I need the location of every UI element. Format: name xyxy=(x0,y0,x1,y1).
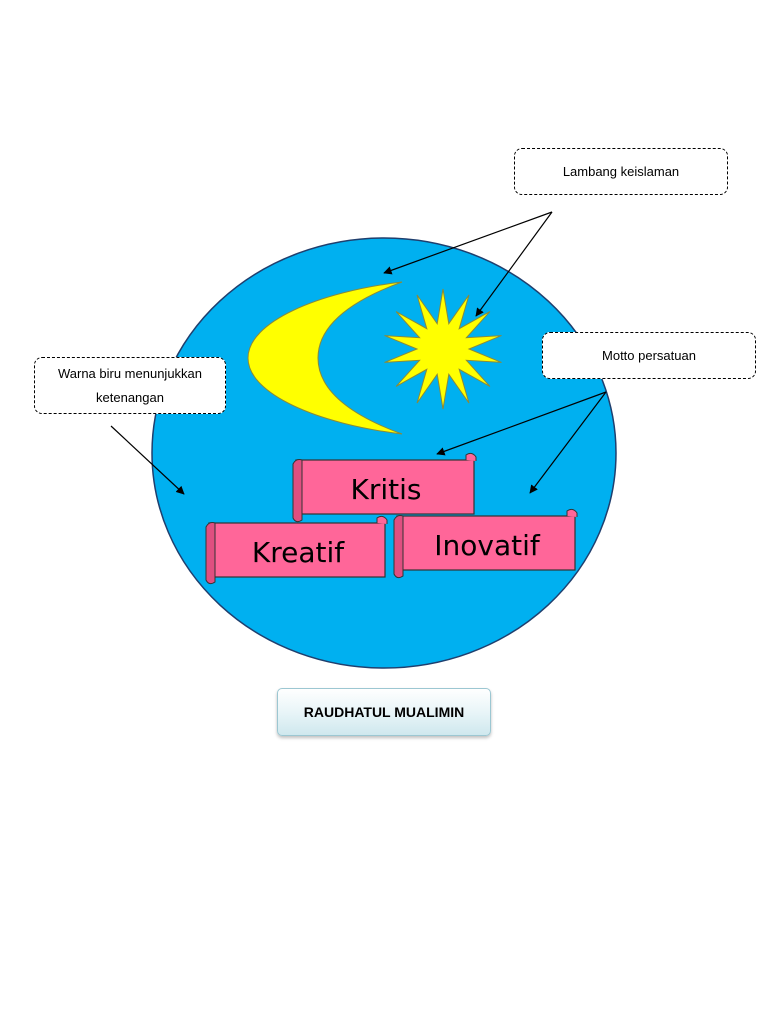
callout-motto-text: Motto persatuan xyxy=(602,347,696,363)
scroll-label-kreatif: Kreatif xyxy=(252,536,345,569)
arrow-motto-to-circle xyxy=(529,391,607,494)
star-icon xyxy=(384,288,502,410)
scroll-label-inovatif: Inovatif xyxy=(434,529,541,562)
scroll-inovatif xyxy=(393,508,578,579)
arrow-lambang-to-star xyxy=(475,211,553,317)
school-name-label: RAUDHATUL MUALIMIN xyxy=(277,688,491,736)
scroll-kritis xyxy=(292,452,477,523)
scroll-label-kritis: Kritis xyxy=(351,473,422,506)
arrow-motto-to-kritis xyxy=(436,391,607,456)
school-name-text: RAUDHATUL MUALIMIN xyxy=(303,704,465,720)
callout-warna-biru: Warna biru menunjukkan ketenangan xyxy=(34,357,226,414)
arrow-warna-to-circle xyxy=(110,425,185,495)
callout-warna-text: Warna biru menunjukkan ketenangan xyxy=(57,365,203,405)
arrow-lambang-to-moon xyxy=(383,211,553,275)
callout-lambang-text: Lambang keislaman xyxy=(562,163,680,179)
blue-circle xyxy=(151,237,617,669)
callout-motto-persatuan: Motto persatuan xyxy=(542,332,756,379)
crescent-moon-icon xyxy=(247,281,403,435)
callout-lambang-keislaman: Lambang keislaman xyxy=(514,148,728,195)
scroll-kreatif xyxy=(205,515,388,585)
